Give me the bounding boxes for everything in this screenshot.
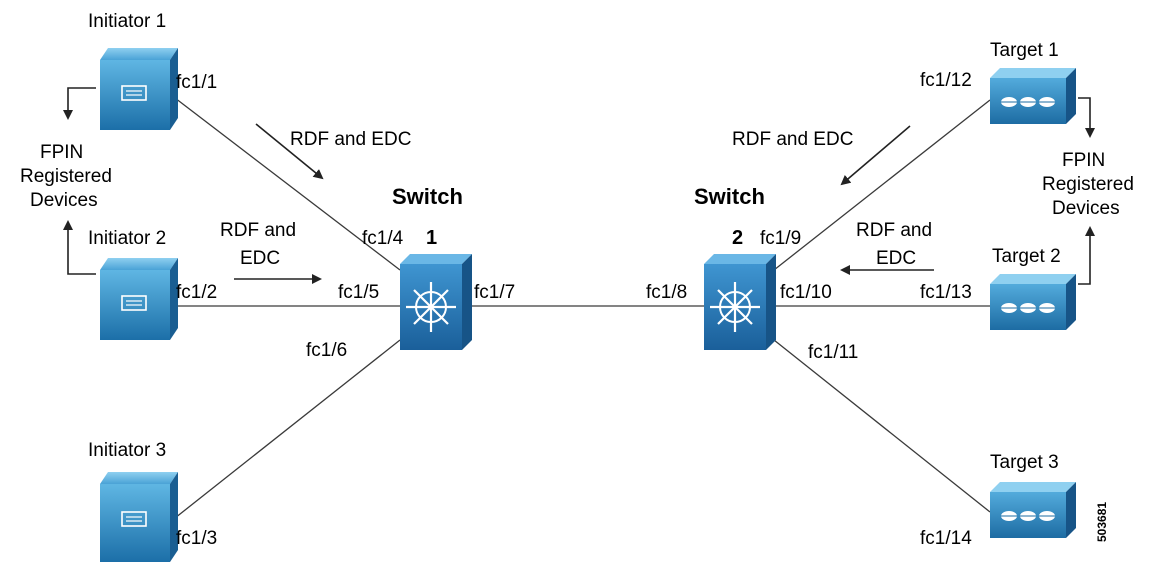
target-2-port: fc1/13: [920, 282, 972, 303]
fpin-right-line-3: Devices: [1052, 198, 1120, 219]
rdf-edc-arrow-initiator1: [255, 123, 324, 180]
edc-label-target2: EDC: [876, 248, 916, 269]
link-switch2-target1: [773, 99, 991, 271]
initiator-3-server: [100, 472, 178, 562]
initiator-3-port: fc1/3: [176, 528, 217, 549]
switch-1-port-fc1-7: fc1/7: [474, 282, 515, 303]
switch-2-title: Switch: [694, 184, 765, 209]
switch-1-icon: [400, 254, 472, 350]
link-initiator3-switch1: [174, 339, 401, 519]
fpin-left-line-1: FPIN: [40, 142, 83, 163]
fpin-left-line-3: Devices: [30, 190, 98, 211]
target-3-storage: [990, 482, 1076, 538]
switch-2-port-fc1-11: fc1/11: [808, 342, 858, 363]
rdf-edc-label-initiator1: RDF and EDC: [290, 129, 411, 150]
initiator-2-port: fc1/2: [176, 282, 217, 303]
switch-1-title: Switch: [392, 184, 463, 209]
fpin-right-arrow-up: [1078, 226, 1095, 285]
rdf-edc-arrow-target1: [840, 125, 911, 186]
initiator-1-label: Initiator 1: [88, 11, 166, 32]
figure-id: 503681: [1095, 502, 1109, 542]
switch-2-number: 2: [732, 227, 743, 249]
initiator-3-label: Initiator 3: [88, 440, 166, 461]
fpin-left-arrow-down: [63, 87, 96, 120]
rdf-and-label-target2: RDF and: [856, 220, 932, 241]
initiator-1-port: fc1/1: [176, 72, 217, 93]
initiator-2-label: Initiator 2: [88, 228, 166, 249]
fpin-left-arrow-up: [63, 220, 96, 275]
switch-1-port-fc1-6: fc1/6: [306, 340, 347, 361]
switch-1-port-fc1-5: fc1/5: [338, 282, 379, 303]
switch-2-port-fc1-8: fc1/8: [646, 282, 687, 303]
target-3-port: fc1/14: [920, 528, 972, 549]
edc-label-initiator2: EDC: [240, 248, 280, 269]
target-1-label: Target 1: [990, 40, 1059, 61]
switch-2-port-fc1-10: fc1/10: [780, 282, 832, 303]
target-3-label: Target 3: [990, 452, 1059, 473]
link-switch2-target3: [773, 339, 991, 513]
switch-1-number: 1: [426, 227, 437, 249]
initiator-2-server: [100, 258, 178, 340]
fpin-right-line-1: FPIN: [1062, 150, 1105, 171]
target-1-storage: [990, 68, 1076, 124]
target-2-label: Target 2: [992, 246, 1061, 267]
rdf-edc-label-target1: RDF and EDC: [732, 129, 853, 150]
switch-2-icon: [704, 254, 776, 350]
switch-2-port-fc1-9: fc1/9: [760, 228, 801, 249]
fpin-right-arrow-down: [1078, 97, 1095, 138]
rdf-and-label-initiator2: RDF and: [220, 220, 296, 241]
link-initiator1-switch1: [174, 97, 401, 271]
target-2-storage: [990, 274, 1076, 330]
fpin-left-line-2: Registered: [20, 166, 112, 187]
target-1-port: fc1/12: [920, 70, 972, 91]
switch-1-port-fc1-4: fc1/4: [362, 228, 404, 249]
initiator-1-server: [100, 48, 178, 130]
fpin-right-line-2: Registered: [1042, 174, 1134, 195]
